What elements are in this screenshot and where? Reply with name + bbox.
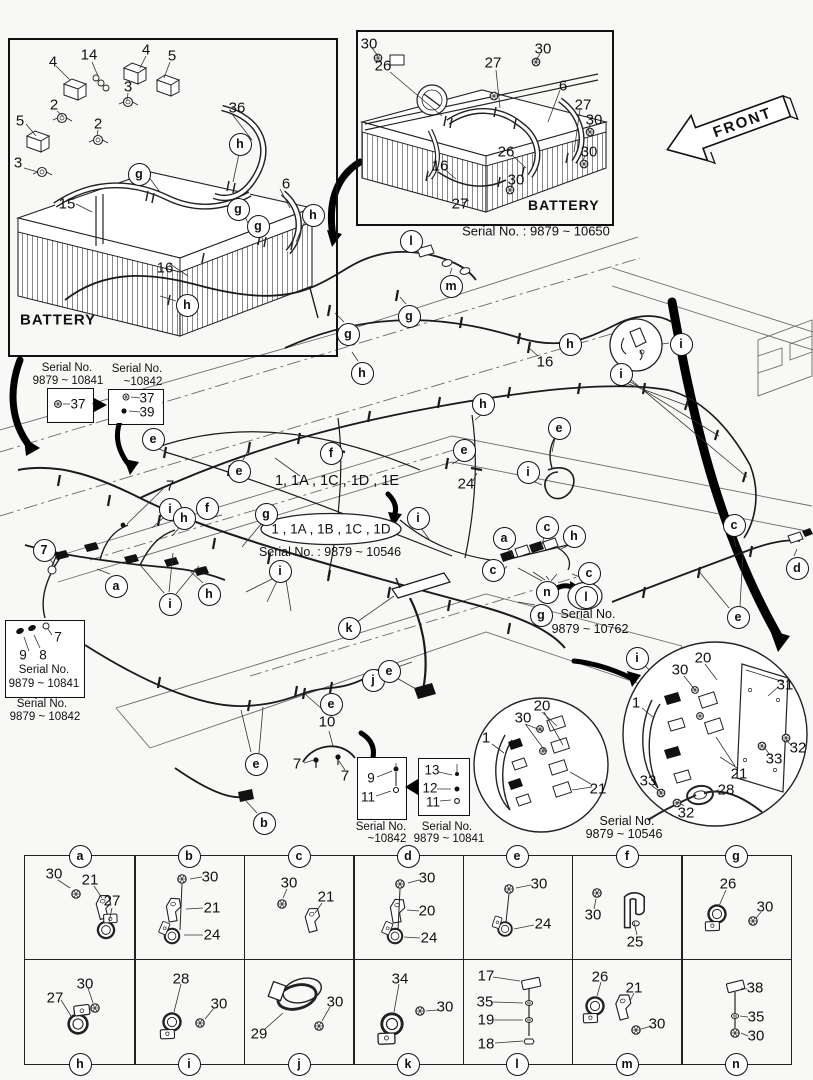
battery-title-right: BATTERY	[528, 197, 600, 213]
serial-10762-line1: Serial No.	[560, 607, 616, 621]
circle-caption-line1: Serial No.	[599, 814, 655, 828]
serial-box-10841	[47, 388, 94, 423]
battery-title-left: BATTERY	[20, 311, 97, 329]
ll-serial-range: 9879 ~ 10841	[8, 678, 80, 690]
oval-note-outline	[260, 512, 402, 546]
ul-left-serial-title: Serial No.	[41, 362, 93, 374]
oval-callout-l	[567, 581, 603, 611]
harness-note-upper: 1, 1A , 1C , 1D , 1E	[274, 473, 400, 489]
br-serial-title: Serial No.	[421, 821, 473, 833]
relay-detail-inset	[473, 697, 609, 833]
harness-note-oval: 1 , 1A , 1B , 1C , 1D	[271, 521, 391, 537]
harness-connectors	[54, 249, 813, 802]
latch-detail-inset	[609, 318, 663, 372]
table-divider	[25, 959, 791, 961]
table-part-glyphs	[57, 874, 762, 1051]
bl-serial-title: Serial No.	[355, 821, 407, 833]
br-serial-range: 9879 ~ 10841	[413, 833, 485, 845]
serial-box-10842	[108, 389, 164, 425]
parts-legend-table	[24, 855, 792, 1065]
battery-inset-right	[356, 30, 614, 226]
front-direction-arrow: FRONT	[666, 94, 799, 165]
battery-inset-left	[8, 38, 338, 357]
bl-serial-range: ~10842	[367, 833, 407, 845]
battery-right-serial: Serial No. : 9879 ~ 10650	[462, 223, 610, 239]
battery-inset-right-art	[359, 53, 609, 213]
serial-box-glyphs	[5, 388, 468, 818]
serial-box-bottom-left	[357, 757, 407, 820]
ll-below-range: 9879 ~ 10842	[9, 711, 81, 723]
ll-serial-title: Serial No.	[18, 664, 70, 676]
serial-box-lower-left	[5, 620, 85, 698]
ll-below-title: Serial No.	[16, 698, 68, 710]
circle-caption-line2: 9879 ~ 10546	[585, 827, 663, 841]
ul-left-serial-range: 9879 ~ 10841	[32, 375, 104, 387]
ul-right-serial-range: ~10842	[123, 376, 163, 388]
leader-lines	[23, 47, 798, 814]
swoosh-arrowheads	[24, 230, 790, 795]
serial-box-bottom-right	[418, 758, 470, 816]
oval-serial: Serial No. : 9879 ~ 10546	[258, 545, 402, 559]
bracket-detail-inset	[622, 641, 808, 827]
serial-10762-line2: 9879 ~ 10762	[551, 622, 629, 636]
ul-right-serial-title: Serial No.	[111, 363, 163, 375]
